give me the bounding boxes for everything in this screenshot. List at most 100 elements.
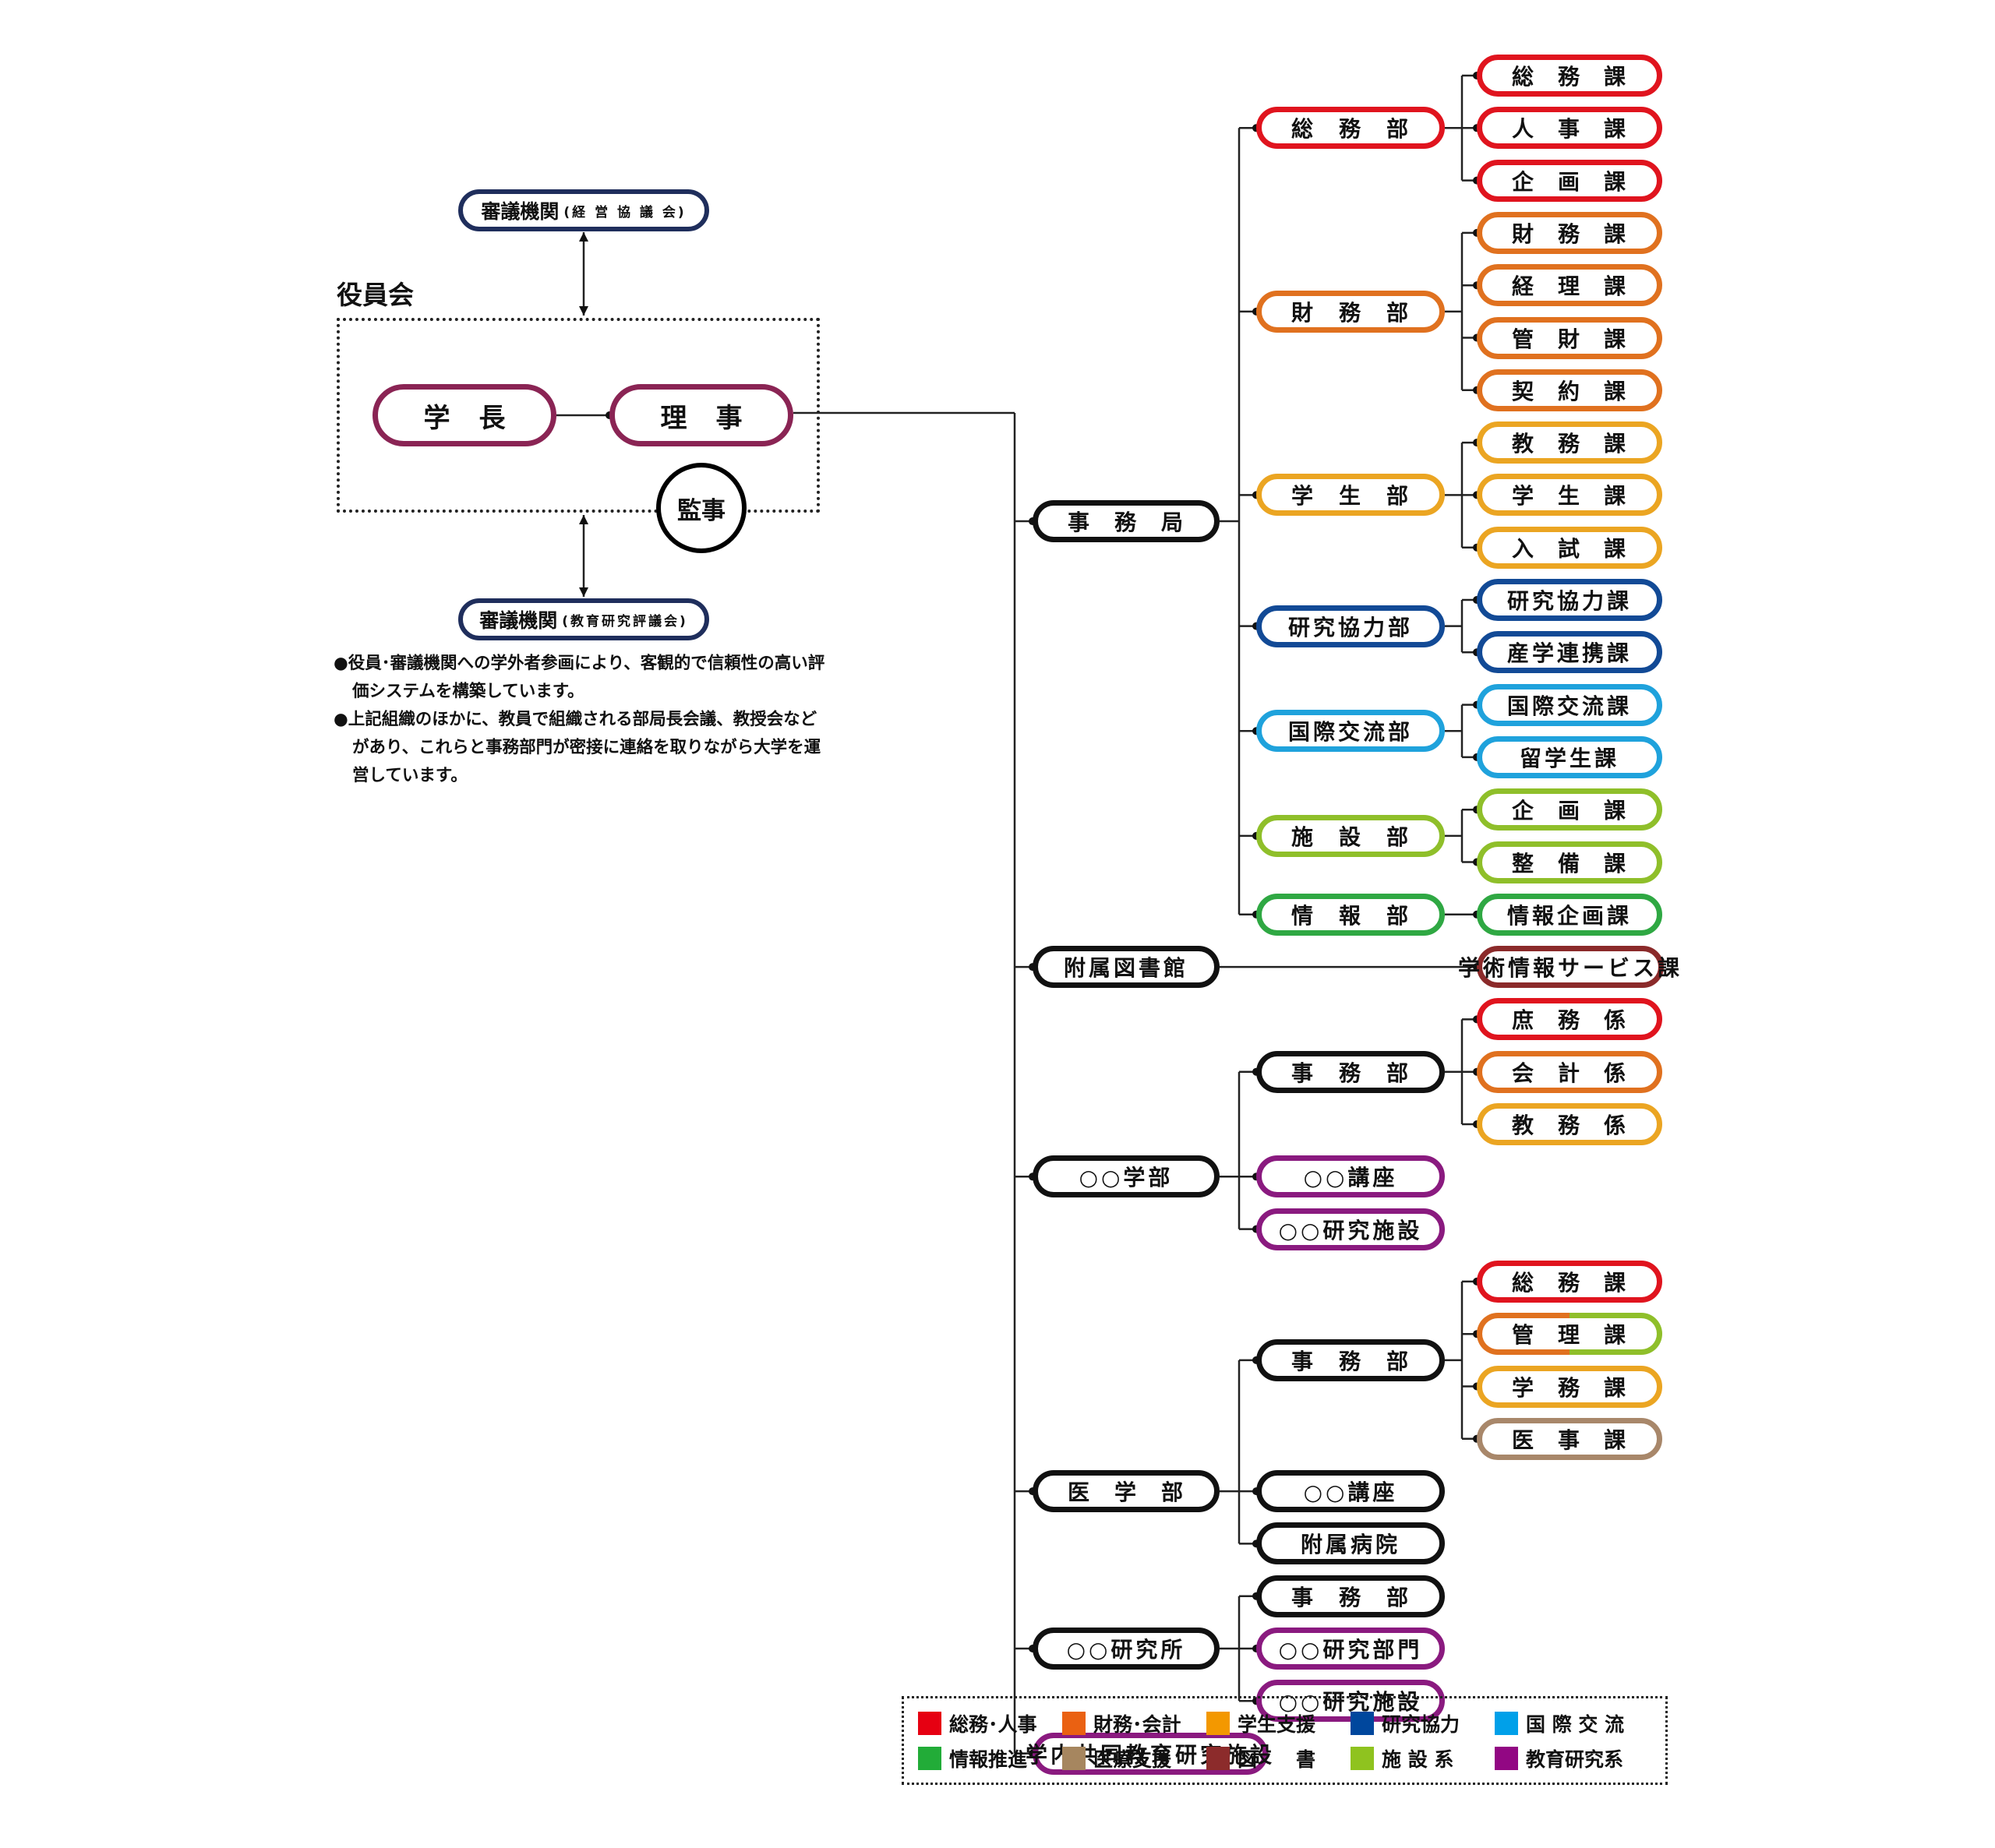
org-node-char: 設 bbox=[1338, 823, 1362, 850]
org-node-char: 務 bbox=[1338, 299, 1362, 326]
note-2: ●上記組織のほかに、教員で組織される部局長会議、教授会などがあり、これらと事務部… bbox=[334, 710, 821, 785]
org-node: 入試課 bbox=[1477, 526, 1662, 569]
org-node-char: 務 bbox=[1114, 510, 1138, 536]
council-education-research-label: 審議機関 bbox=[479, 609, 558, 632]
org-node: 附属図書館 bbox=[1033, 946, 1220, 989]
org-node-char: 学 bbox=[1291, 483, 1315, 510]
org-node-char: 理 bbox=[1557, 273, 1581, 300]
org-node-char: 医 bbox=[1512, 1427, 1536, 1453]
org-node-char: 課 bbox=[1603, 431, 1627, 457]
org-node-label: ○○研究部門 bbox=[1278, 1637, 1423, 1663]
org-node: 学術情報サービス課 bbox=[1458, 946, 1679, 989]
legend-item: 図 書 bbox=[1206, 1744, 1315, 1772]
legend-item: 研究協力 bbox=[1351, 1709, 1460, 1737]
legend-label: 研究協力 bbox=[1382, 1713, 1460, 1736]
org-node-label: ○○学部 bbox=[1079, 1165, 1174, 1191]
org-node: 学生課 bbox=[1477, 474, 1662, 517]
org-node: 産学連携課 bbox=[1477, 631, 1662, 674]
org-node-char: 会 bbox=[1512, 1060, 1536, 1086]
legend-swatch bbox=[1206, 1712, 1230, 1735]
org-node-char: 事 bbox=[1291, 1060, 1315, 1086]
legend-swatch bbox=[1495, 1712, 1518, 1735]
org-node-char: 部 bbox=[1386, 1584, 1410, 1610]
org-node: 企画課 bbox=[1477, 159, 1662, 202]
org-node-char: 生 bbox=[1557, 483, 1581, 510]
org-node-char: 情 bbox=[1291, 902, 1315, 929]
org-node: 附属病院 bbox=[1256, 1522, 1445, 1565]
org-node-char: 部 bbox=[1386, 299, 1410, 326]
org-node-char: 務 bbox=[1557, 1007, 1581, 1034]
org-node: 企画課 bbox=[1477, 788, 1662, 831]
org-node-char: 課 bbox=[1603, 116, 1627, 143]
org-node-char: 総 bbox=[1512, 64, 1536, 90]
org-node-char: 経 bbox=[1512, 273, 1536, 300]
legend-item: 医療支援 bbox=[1062, 1744, 1171, 1772]
council-management: 審議機関 (経 営 協 議 会) bbox=[458, 189, 709, 231]
org-node: 研究協力部 bbox=[1256, 605, 1445, 647]
org-node: ○○研究施設 bbox=[1256, 1208, 1445, 1250]
org-node-char: 総 bbox=[1291, 116, 1315, 143]
org-node-char: 部 bbox=[1160, 1479, 1185, 1506]
org-node-label: 学術情報サービス課 bbox=[1458, 955, 1683, 982]
org-node-label: 附属病院 bbox=[1300, 1532, 1400, 1558]
legend-label: 施 設 系 bbox=[1382, 1748, 1454, 1771]
director-node: 理 事 bbox=[609, 384, 793, 446]
org-node-char: 医 bbox=[1068, 1479, 1092, 1506]
org-node-char: 学 bbox=[1512, 1374, 1536, 1401]
org-node: 契約課 bbox=[1477, 369, 1662, 411]
org-node-char: 部 bbox=[1386, 1348, 1410, 1374]
org-node: 学務課 bbox=[1477, 1365, 1662, 1408]
board-box bbox=[337, 318, 820, 513]
council-management-sub: (経 営 協 議 会) bbox=[563, 204, 687, 220]
org-node-label: 附属図書館 bbox=[1063, 955, 1188, 982]
arrow-head-icon bbox=[579, 232, 588, 242]
org-node: 管財課 bbox=[1477, 316, 1662, 359]
org-node-char: 管 bbox=[1512, 1322, 1536, 1349]
org-node-char: 係 bbox=[1603, 1060, 1627, 1086]
org-node-char: 務 bbox=[1338, 116, 1362, 143]
org-node: 学生部 bbox=[1256, 474, 1445, 517]
org-node-char: 財 bbox=[1557, 326, 1581, 352]
note-1: ●役員･審議機関への学外者参画により、客観的で信頼性の高い評価システムを構築して… bbox=[334, 654, 825, 701]
org-node: 庶務係 bbox=[1477, 998, 1662, 1041]
org-node-label: ○○研究所 bbox=[1066, 1637, 1186, 1663]
org-node-char: 備 bbox=[1557, 850, 1581, 876]
president-node: 学 長 bbox=[373, 384, 556, 446]
org-node-char: 課 bbox=[1603, 1269, 1627, 1296]
legend-item: 財務･会計 bbox=[1062, 1709, 1181, 1737]
notes: ●役員･審議機関への学外者参画により、客観的で信頼性の高い評価システムを構築して… bbox=[334, 650, 832, 790]
org-node: ○○学部 bbox=[1033, 1155, 1220, 1198]
legend-item: 学生支援 bbox=[1206, 1709, 1315, 1737]
council-education-research: 審議機関 (教育研究評議会) bbox=[458, 598, 709, 640]
org-node: 情報企画課 bbox=[1477, 893, 1662, 936]
org-node-char: 部 bbox=[1386, 1060, 1410, 1086]
board-label: 役員会 bbox=[337, 280, 414, 310]
org-node-char: 務 bbox=[1557, 1113, 1581, 1138]
org-node-char: 務 bbox=[1557, 1269, 1581, 1296]
legend-label: 国 際 交 流 bbox=[1526, 1713, 1625, 1736]
legend-swatch bbox=[1351, 1712, 1374, 1735]
legend-label: 図 書 bbox=[1238, 1748, 1316, 1771]
org-node-label: 国際交流課 bbox=[1506, 693, 1632, 719]
org-node: 総務課 bbox=[1477, 55, 1662, 97]
org-node-char: 務 bbox=[1338, 1060, 1362, 1086]
org-node-char: 局 bbox=[1160, 510, 1185, 536]
org-node-char: 報 bbox=[1338, 902, 1362, 929]
org-node: 管理課 bbox=[1477, 1313, 1662, 1355]
legend-item: 情報推進 bbox=[918, 1744, 1027, 1772]
legend-label: 学生支援 bbox=[1238, 1713, 1316, 1736]
org-node: 総務課 bbox=[1477, 1260, 1662, 1303]
org-node: ○○講座 bbox=[1256, 1470, 1445, 1513]
legend-swatch bbox=[1206, 1747, 1230, 1770]
org-node: 経理課 bbox=[1477, 264, 1662, 307]
org-node-char: 整 bbox=[1512, 850, 1536, 876]
org-node-char: 事 bbox=[1291, 1348, 1315, 1374]
legend-label: 総務･人事 bbox=[949, 1713, 1037, 1736]
org-node-label: 研究協力部 bbox=[1287, 614, 1413, 640]
arrow-head-icon bbox=[579, 515, 588, 524]
org-node-char: 課 bbox=[1603, 326, 1627, 352]
legend-label: 教育研究系 bbox=[1526, 1748, 1624, 1771]
org-node-char: 計 bbox=[1557, 1060, 1581, 1086]
